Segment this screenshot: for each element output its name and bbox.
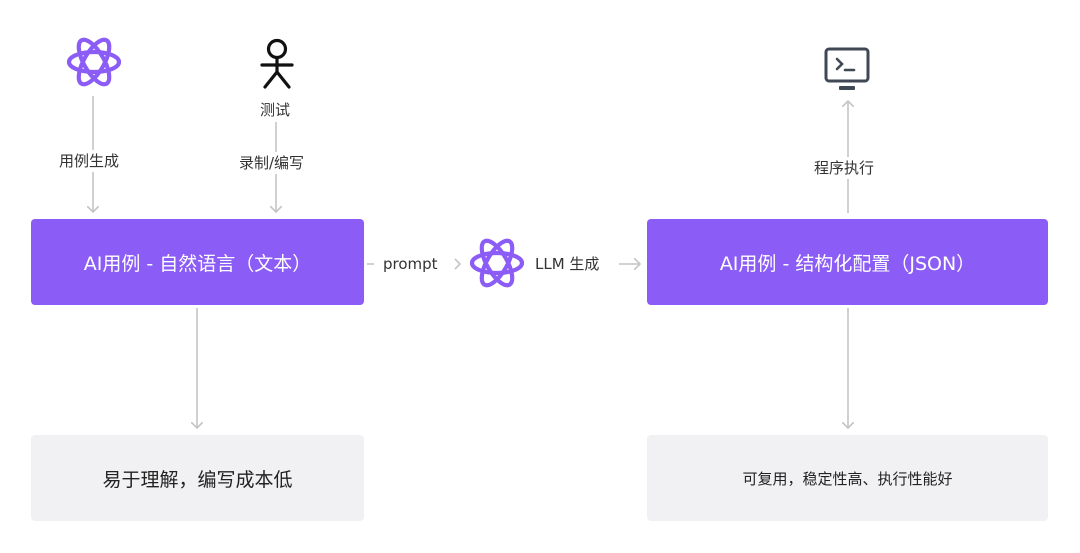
right-result-box: 可复用，稳定性高、执行性能好 (647, 435, 1048, 521)
label-exec: 程序执行 (812, 157, 877, 179)
atom-icon (66, 37, 122, 87)
person-label: 测试 (258, 99, 293, 121)
atom-icon (469, 238, 525, 288)
label-record: 录制/编写 (237, 152, 307, 174)
person-icon (260, 38, 294, 89)
terminal-icon (824, 47, 870, 90)
llm-label: LLM 生成 (535, 255, 600, 273)
text-case-label: AI用例 - 自然语言（文本） (83, 252, 312, 275)
right-result-label: 可复用，稳定性高、执行性能好 (742, 469, 953, 488)
text-case-box: AI用例 - 自然语言（文本） (31, 219, 364, 305)
prompt-chevron (454, 258, 462, 270)
prompt-label: prompt (383, 255, 438, 273)
label-generate: 用例生成 (57, 150, 122, 172)
json-case-label: AI用例 - 结构化配置（JSON） (719, 252, 976, 275)
json-case-box: AI用例 - 结构化配置（JSON） (647, 219, 1048, 305)
left-result-box: 易于理解，编写成本低 (31, 435, 364, 521)
left-result-label: 易于理解，编写成本低 (102, 468, 293, 491)
